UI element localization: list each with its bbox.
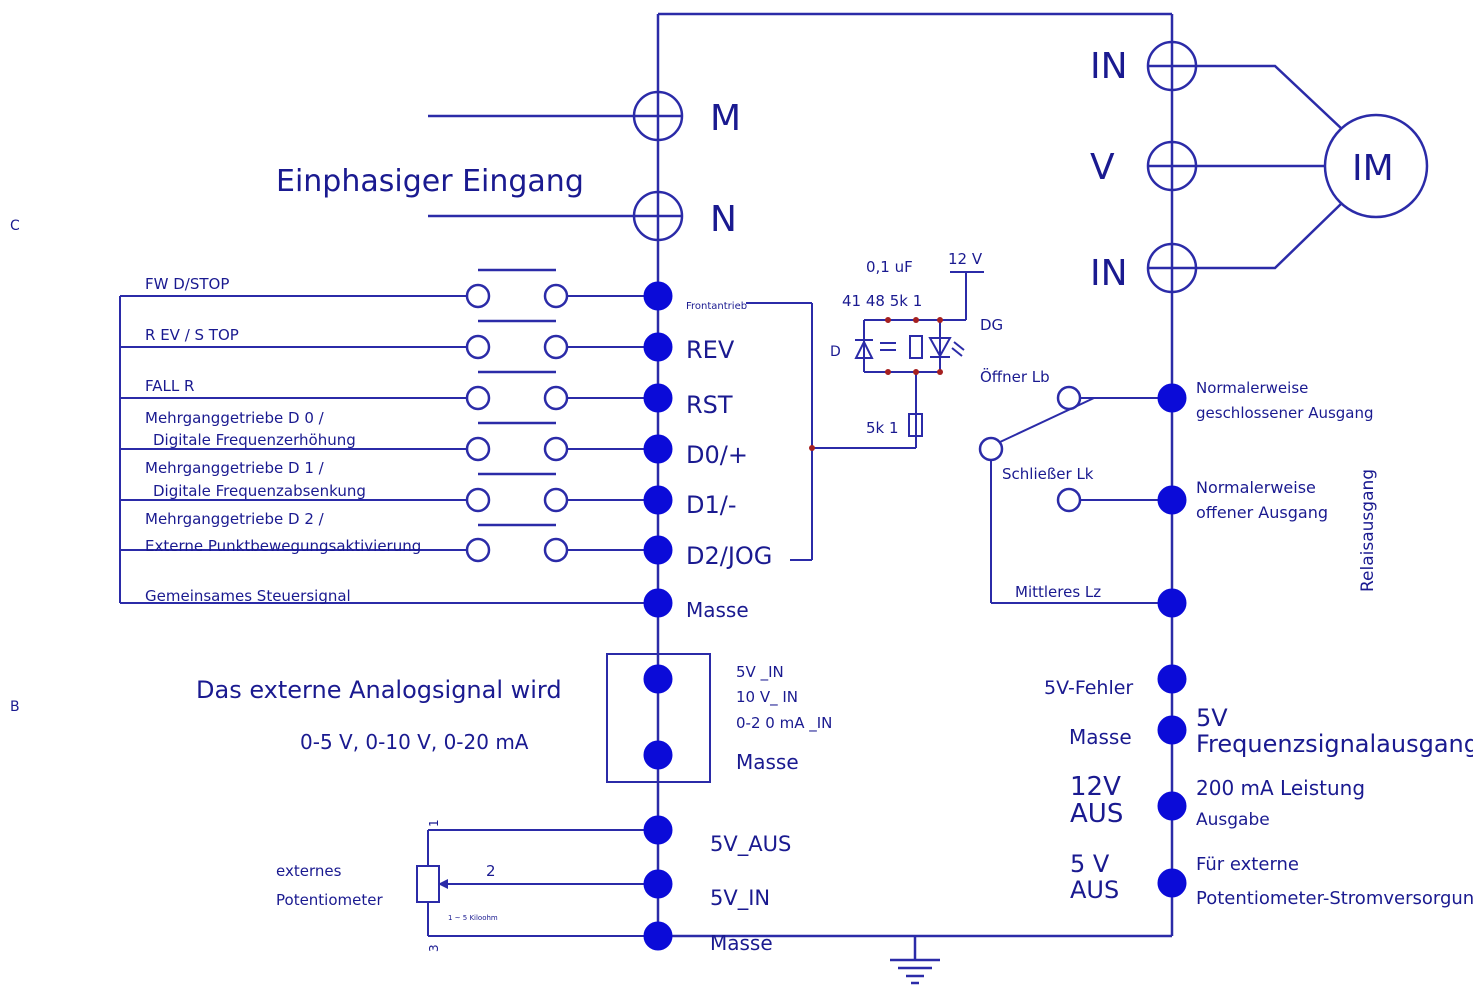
relay-nc-label: Öffner Lb <box>980 367 1050 386</box>
potentiometer-icon <box>416 865 440 903</box>
opto-d-label: D <box>830 344 841 360</box>
motor-in-top-label: IN <box>1090 46 1128 87</box>
analog-gnd: Masse <box>736 750 799 774</box>
left-terminals <box>643 281 673 618</box>
analog-input: Das externe Analogsignal wird 0-5 V, 0-1… <box>196 653 832 783</box>
resistor-5k1-icon <box>908 413 923 437</box>
motor-in-bottom-label: IN <box>1090 253 1128 294</box>
switch-label-d2: Mehrganggetriebe D 2 / <box>145 510 325 528</box>
switch-d2-icon <box>465 523 569 563</box>
pot-label-1: externes <box>276 862 342 880</box>
relay-com-contact-icon <box>978 436 1004 462</box>
relay-no-output-1: Normalerweise <box>1196 478 1316 497</box>
motor-icon <box>1323 113 1429 219</box>
relay-no-output-2: offener Ausgang <box>1196 503 1328 522</box>
right-outputs: 5V-Fehler Masse 5V Frequenzsignalausgang… <box>1044 664 1473 909</box>
switch-label-d0: Mehrganggetriebe D 0 / <box>145 409 325 427</box>
switch-label-d2-sub: Externe Punktbewegungsaktivierung <box>145 537 421 555</box>
out-gnd-label: Masse <box>1069 725 1132 749</box>
terminal-label-rst: RST <box>686 391 733 419</box>
potentiometer: externes Potentiometer 1 2 3 1 ~ 5 Kiloo… <box>276 815 791 955</box>
diode-icon <box>854 339 874 359</box>
terminal-in-top-icon <box>1146 40 1198 92</box>
analog-in-5v: 5V _IN <box>736 663 784 682</box>
label-bottom-gnd: Masse <box>710 931 773 955</box>
opto-dg-label: DG <box>980 316 1003 334</box>
opto-12v-label: 12 V <box>948 250 983 268</box>
switch-label-rst: FALL R <box>145 377 194 395</box>
terminal-label-masse: Masse <box>686 598 749 622</box>
analog-in-20ma: 0-2 0 mA _IN <box>736 714 832 733</box>
terminal-label-d1: D1/- <box>686 491 737 519</box>
terminal-label-d0: D0/+ <box>686 441 748 469</box>
switch-rst-icon <box>465 370 569 411</box>
opto-parts-label: 41 48 5k 1 <box>842 292 922 310</box>
relay-nc-contact-icon <box>1056 385 1082 411</box>
pot-pin-2: 2 <box>486 862 496 880</box>
switch-rev-icon <box>465 319 569 360</box>
margin-letter-c: C <box>10 218 20 234</box>
out-freq-2: Frequenzsignalausgang <box>1196 730 1473 758</box>
led-icon <box>928 337 965 359</box>
pot-pin-3: 3 <box>427 944 441 952</box>
out-power-2: Ausgabe <box>1196 810 1270 830</box>
relay-title: Relaisausgang <box>1358 469 1378 592</box>
analog-range: 0-5 V, 0-10 V, 0-20 mA <box>300 730 529 754</box>
out-12v-2: AUS <box>1070 799 1123 829</box>
relay-no-contact-icon <box>1056 487 1082 513</box>
terminal-m-icon <box>632 90 684 142</box>
out-power-1: 200 mA Leistung <box>1196 776 1365 800</box>
out-5v-2: AUS <box>1070 876 1119 904</box>
relay-nc-output-2: geschlossener Ausgang <box>1196 404 1374 422</box>
optocoupler-circuit: 0,1 uF 12 V 41 48 5k 1 D DG 5k 1 <box>746 250 1003 561</box>
switch-label-fwd: FW D/STOP <box>145 275 229 293</box>
pot-pin-1: 1 <box>427 819 441 827</box>
terminal-v-icon <box>1146 140 1198 192</box>
motor-label: IM <box>1352 148 1394 189</box>
switch-label-d1: Mehrganggetriebe D 1 / <box>145 459 325 477</box>
motor-section: IM IN V IN <box>1090 40 1429 294</box>
capacitor-icon <box>880 342 896 351</box>
switch-d1-icon <box>465 472 569 513</box>
switch-label-d0-sub: Digitale Frequenzerhöhung <box>153 431 356 449</box>
relay-no-label: Schließer Lk <box>1002 465 1094 483</box>
analog-title: Das externe Analogsignal wird <box>196 676 562 704</box>
terminal-label-fwd: Frontantrieb <box>686 301 747 312</box>
margin-letter-b: B <box>10 699 20 715</box>
terminal-in-bottom-icon <box>1146 242 1198 294</box>
terminal-n-icon <box>632 190 684 242</box>
power-input: M N Einphasiger Eingang <box>276 90 741 242</box>
power-input-title: Einphasiger Eingang <box>276 164 584 199</box>
terminal-label-rev: REV <box>686 336 735 364</box>
relay-nc-output-1: Normalerweise <box>1196 379 1308 397</box>
opto-cap-label: 0,1 uF <box>866 258 913 276</box>
out-ext-1: Für externe <box>1196 854 1299 875</box>
switch-label-d1-sub: Digitale Frequenzabsenkung <box>153 482 366 500</box>
label-5v-out: 5V_AUS <box>710 832 791 857</box>
common-signal-label: Gemeinsames Steuersignal <box>145 587 351 605</box>
out-error-label: 5V-Fehler <box>1044 677 1133 699</box>
relay-output: Öffner Lb Schließer Lk Mittleres Lz Norm… <box>978 367 1378 618</box>
opto-r2-label: 5k 1 <box>866 419 899 437</box>
label-5v-in: 5V_IN <box>710 886 770 911</box>
pot-label-2: Potentiometer <box>276 891 383 909</box>
control-inputs: FW D/STOP R EV / S TOP FALL R Mehrgangge… <box>119 268 658 605</box>
switch-d0-icon <box>465 421 569 462</box>
ground-icon <box>890 936 940 985</box>
out-12v-1: 12V <box>1070 772 1121 802</box>
relay-com-label: Mittleres Lz <box>1015 583 1101 601</box>
out-freq-1: 5V <box>1196 704 1228 732</box>
label-n: N <box>710 199 737 240</box>
switch-label-rev: R EV / S TOP <box>145 326 239 344</box>
motor-v-label: V <box>1090 147 1115 188</box>
switch-fwd-icon <box>465 268 569 309</box>
terminal-label-d2: D2/JOG <box>686 542 772 570</box>
out-5v-1: 5 V <box>1070 850 1110 878</box>
out-ext-2: Potentiometer-Stromversorgung <box>1196 888 1473 909</box>
label-m: M <box>710 98 741 139</box>
resistor-icon <box>909 335 923 359</box>
analog-in-10v: 10 V_ IN <box>736 688 798 707</box>
pot-note: 1 ~ 5 Kiloohm <box>448 914 498 922</box>
